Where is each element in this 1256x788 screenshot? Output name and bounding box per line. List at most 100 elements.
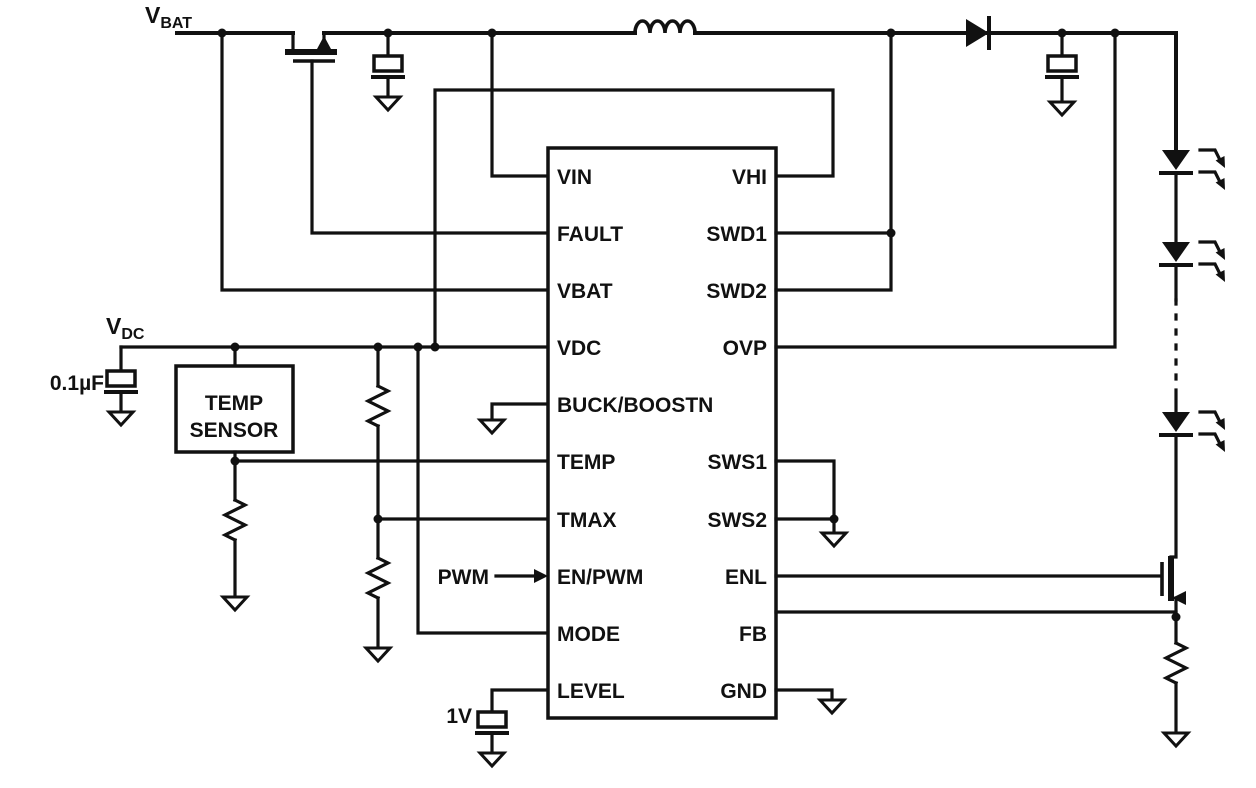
pwm-arrowhead bbox=[534, 569, 548, 583]
ground-symbol bbox=[476, 751, 508, 769]
gnd-pin-wire bbox=[774, 688, 848, 716]
mode-pin-wire bbox=[416, 345, 550, 635]
output-capacitor bbox=[1045, 31, 1079, 118]
resistor-zigzag bbox=[1162, 640, 1190, 686]
input-cap-value-label: 0.1µF bbox=[50, 372, 104, 395]
temp-sensor-label-line2: SENSOR bbox=[190, 419, 279, 442]
junction-dot bbox=[430, 342, 440, 352]
nmos-dimming-fet bbox=[1160, 556, 1186, 645]
ground-symbol bbox=[1160, 731, 1192, 749]
ground-symbol bbox=[105, 410, 137, 428]
led-emission-arrows-icon bbox=[1198, 148, 1227, 192]
cap-top-plate bbox=[1046, 54, 1078, 73]
junction-dot bbox=[230, 342, 240, 352]
junction-dot bbox=[383, 28, 393, 38]
ground-symbol bbox=[1046, 100, 1078, 118]
nmos-source-arrow bbox=[1172, 591, 1186, 605]
ground-symbol bbox=[818, 531, 850, 549]
cap-top-plate bbox=[476, 710, 508, 729]
buck-boostn-ground bbox=[476, 402, 550, 436]
level-pin-wire bbox=[490, 688, 550, 714]
ground-symbol bbox=[219, 595, 251, 613]
temp-sensor-label-line1: TEMP bbox=[205, 392, 263, 415]
vdc-decoupling-capacitor bbox=[104, 369, 138, 428]
vdc-rail bbox=[119, 345, 550, 373]
junction-dot bbox=[1110, 28, 1120, 38]
led-emission-arrows-icon bbox=[1198, 240, 1227, 284]
sws2-pin-wire bbox=[774, 517, 836, 535]
boost-inductor bbox=[633, 19, 697, 34]
junction-dot bbox=[1171, 612, 1181, 622]
swd2-pin-wire bbox=[774, 31, 893, 292]
pmos-body-arrow bbox=[317, 36, 331, 49]
input-bypass-capacitor bbox=[371, 31, 405, 113]
ground-symbol bbox=[476, 418, 508, 436]
temp-pulldown-resistor bbox=[219, 459, 251, 613]
pin-label-en-pwm: EN/PWM bbox=[557, 566, 643, 589]
vbat-net-label: VBAT bbox=[145, 2, 192, 32]
vdc-net-label: VDC bbox=[106, 313, 145, 343]
led-string bbox=[1159, 148, 1227, 559]
buck-boostn-wire bbox=[490, 402, 550, 422]
sws1-pin-wire bbox=[774, 459, 836, 521]
junction-dot bbox=[217, 28, 227, 38]
junction-dot bbox=[373, 342, 383, 352]
led-3 bbox=[1159, 410, 1227, 454]
pin-label-vdc: VDC bbox=[557, 337, 601, 360]
led-triangle bbox=[1162, 242, 1190, 262]
led-emission-arrows-icon bbox=[1198, 410, 1227, 454]
pin-label-enl: ENL bbox=[725, 566, 767, 589]
pin-label-ovp: OVP bbox=[723, 337, 767, 360]
pin-label-swd1: SWD1 bbox=[706, 223, 767, 246]
pmos-input-switch bbox=[285, 31, 550, 235]
ground-symbol bbox=[372, 95, 404, 113]
vhi-to-vdc-wire bbox=[433, 88, 835, 349]
junction-dots bbox=[217, 28, 1181, 622]
pmos-gate-to-fault-wire bbox=[310, 59, 550, 235]
tmax-voltage-divider bbox=[362, 345, 550, 664]
resistor-zigzag bbox=[221, 497, 249, 543]
pin-label-swd2: SWD2 bbox=[706, 280, 767, 303]
pin-label-level: LEVEL bbox=[557, 680, 625, 703]
ic-outline bbox=[546, 146, 778, 720]
junction-dot bbox=[886, 228, 896, 238]
junction-dot bbox=[1057, 28, 1067, 38]
junction-dot bbox=[886, 28, 896, 38]
pin-label-fb: FB bbox=[739, 623, 767, 646]
led-triangle bbox=[1162, 412, 1190, 432]
vin-pin-wire bbox=[490, 31, 550, 178]
ground-symbol bbox=[816, 698, 848, 716]
junction-dot bbox=[373, 514, 383, 524]
pwm-label: PWM bbox=[438, 566, 489, 589]
led-2 bbox=[1159, 240, 1227, 284]
fb-sense-resistor bbox=[1160, 640, 1192, 749]
vbat-rail-wire bbox=[175, 31, 1178, 150]
junction-dot bbox=[487, 28, 497, 38]
pin-label-tmax: TMAX bbox=[557, 509, 617, 532]
pin-label-sws1: SWS1 bbox=[707, 451, 767, 474]
sws-sense-wires bbox=[774, 459, 850, 549]
cap-top-plate bbox=[105, 369, 137, 388]
vbat-pin-wire bbox=[220, 31, 550, 292]
rail-segment-to-led-string bbox=[986, 31, 1178, 150]
pin-label-sws2: SWS2 bbox=[707, 509, 767, 532]
pwm-input-source: PWM bbox=[438, 566, 548, 589]
level-capacitor: 1V bbox=[446, 688, 550, 769]
pin-label-vbat: VBAT bbox=[557, 280, 613, 303]
divider-top-resistor bbox=[364, 383, 392, 429]
pin-label-fault: FAULT bbox=[557, 223, 623, 246]
ground-symbol bbox=[362, 646, 394, 664]
pin-label-temp: TEMP bbox=[557, 451, 615, 474]
swd-switch-wires bbox=[774, 31, 893, 292]
cap-top-plate bbox=[372, 54, 404, 73]
diode-anode-triangle bbox=[966, 19, 989, 47]
junction-dot bbox=[413, 342, 423, 352]
gnd-wire bbox=[774, 688, 834, 702]
junction-dot bbox=[230, 456, 240, 466]
pin-label-mode: MODE bbox=[557, 623, 620, 646]
pin-label-vhi: VHI bbox=[732, 166, 767, 189]
junction-dot bbox=[829, 514, 839, 524]
ic-block: VIN FAULT VBAT VDC BUCK/BOOSTN TEMP TMAX… bbox=[546, 146, 778, 720]
